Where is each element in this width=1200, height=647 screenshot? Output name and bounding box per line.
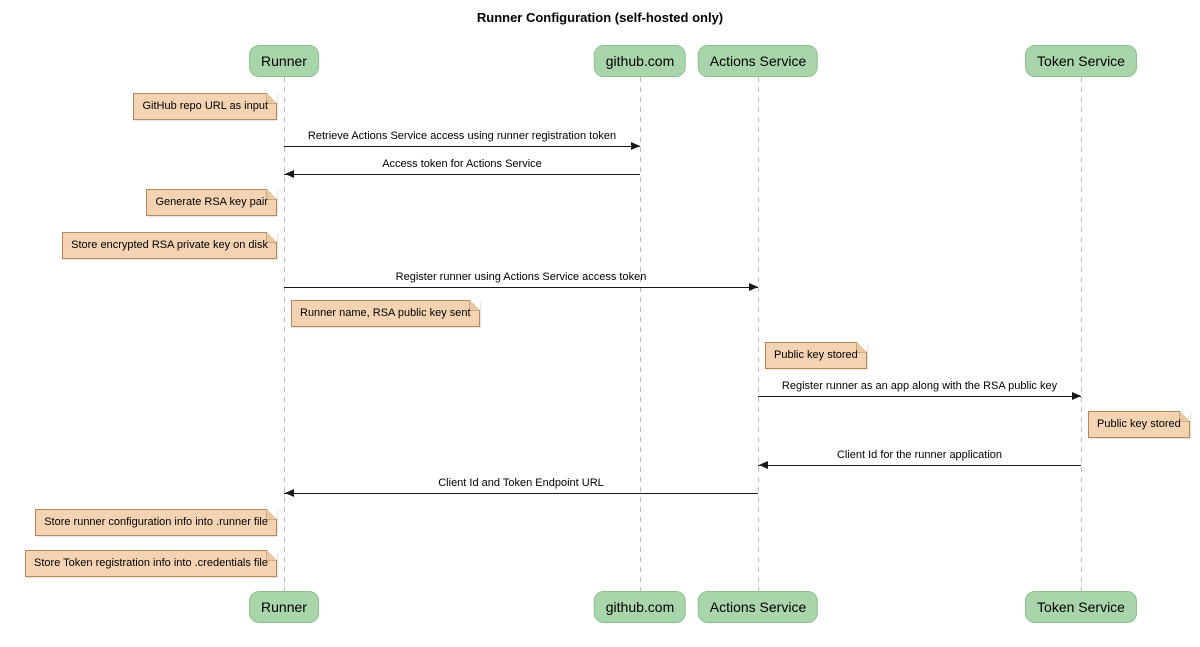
note-8: Store Token registration info into .cred… xyxy=(25,550,277,577)
message-line-retrieve-actions-service-access-using-runner-registration-token xyxy=(284,146,640,147)
message-line-access-token-for-actions-service xyxy=(284,174,640,175)
message-label-4: Register runner as an app along with the… xyxy=(781,380,1058,392)
note-3: Store encrypted RSA private key on disk xyxy=(62,232,277,259)
message-line-register-runner-as-an-app-along-with-the-rsa-public-key xyxy=(758,396,1081,397)
participant-top-actions-service: Actions Service xyxy=(697,45,819,77)
participant-top-github-com: github.com xyxy=(593,45,687,77)
lifeline-actions-service xyxy=(758,77,759,591)
note-6: Public key stored xyxy=(1088,411,1190,438)
arrowhead-6 xyxy=(285,489,294,497)
lifeline-runner xyxy=(284,77,285,591)
participant-bottom-actions-service: Actions Service xyxy=(697,591,819,623)
note-7: Store runner configuration info into .ru… xyxy=(35,509,277,536)
message-label-6: Client Id and Token Endpoint URL xyxy=(438,477,604,489)
message-line-register-runner-using-actions-service-access-token xyxy=(284,287,758,288)
message-label-2: Access token for Actions Service xyxy=(382,158,542,170)
diagram-title: Runner Configuration (self-hosted only) xyxy=(476,10,724,25)
participant-bottom-github-com: github.com xyxy=(593,591,687,623)
lifeline-token-service xyxy=(1081,77,1082,591)
message-line-client-id-and-token-endpoint-url xyxy=(284,493,758,494)
participant-top-runner: Runner xyxy=(249,45,319,77)
arrowhead-5 xyxy=(759,461,768,469)
note-5: Public key stored xyxy=(765,342,867,369)
message-line-client-id-for-the-runner-application xyxy=(758,465,1081,466)
note-4: Runner name, RSA public key sent xyxy=(291,300,480,327)
message-label-1: Retrieve Actions Service access using ru… xyxy=(307,130,617,142)
arrowhead-3 xyxy=(749,283,758,291)
arrowhead-2 xyxy=(285,170,294,178)
lifeline-github-com xyxy=(640,77,641,591)
note-1: GitHub repo URL as input xyxy=(133,93,277,120)
participant-bottom-token-service: Token Service xyxy=(1025,591,1137,623)
arrowhead-4 xyxy=(1072,392,1081,400)
message-label-3: Register runner using Actions Service ac… xyxy=(395,271,647,283)
arrowhead-1 xyxy=(631,142,640,150)
participant-top-token-service: Token Service xyxy=(1025,45,1137,77)
message-label-5: Client Id for the runner application xyxy=(836,449,1003,461)
participant-bottom-runner: Runner xyxy=(249,591,319,623)
note-2: Generate RSA key pair xyxy=(146,189,277,216)
